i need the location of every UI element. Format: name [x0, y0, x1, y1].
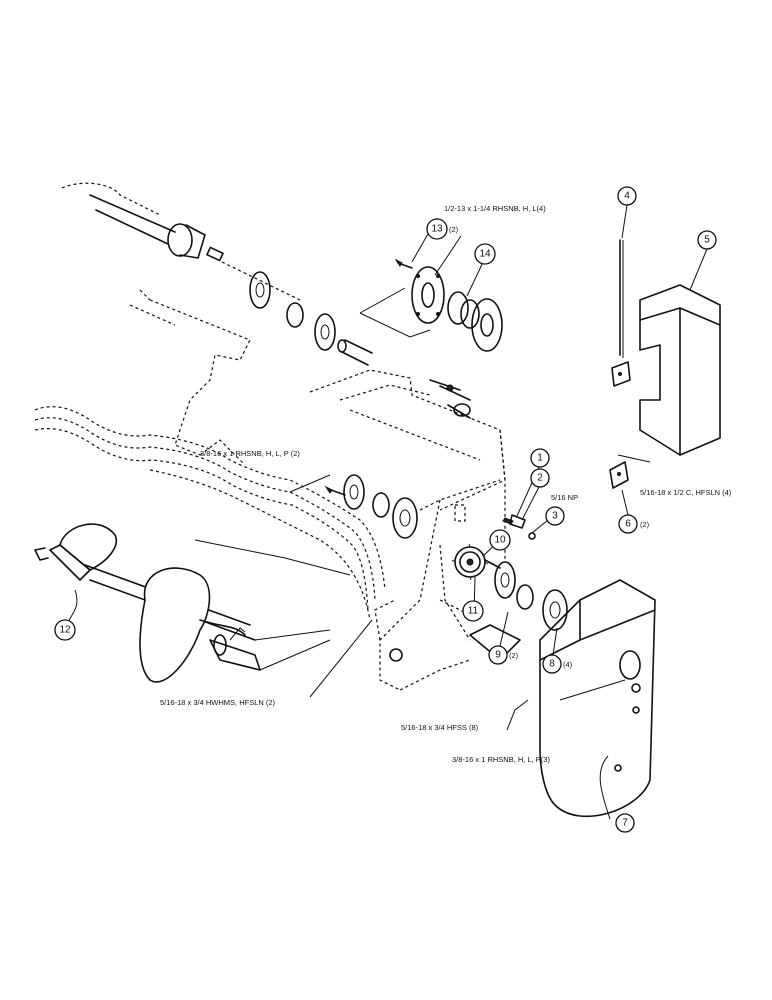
- main-frame: [309, 369, 506, 691]
- callout-8: 8: [542, 654, 562, 674]
- callout-3: 3: [545, 506, 565, 526]
- label-qty-8: (4): [563, 660, 573, 669]
- callout-1: 1: [530, 448, 550, 468]
- callout-11: 11: [462, 600, 484, 622]
- svg-text:6: 6: [625, 519, 631, 530]
- callout-4: 4: [617, 186, 637, 206]
- label-qty-9: (2): [509, 651, 519, 660]
- svg-text:4: 4: [624, 191, 630, 202]
- small-hardware-1-2-3: [502, 464, 549, 540]
- chain-cover-7: [539, 579, 656, 818]
- callout-10: 10: [489, 529, 511, 551]
- svg-text:11: 11: [468, 606, 479, 617]
- svg-text:12: 12: [59, 625, 71, 636]
- label-bolt-top: 1/2-13 x 1-1/4 RHSNB, H, L(4): [444, 204, 546, 213]
- svg-text:8: 8: [549, 659, 555, 670]
- callout-5: 5: [697, 230, 717, 250]
- bearing-set-left: [194, 474, 418, 576]
- svg-text:7: 7: [622, 818, 628, 829]
- callout-2: 2: [530, 468, 550, 488]
- callout-9: 9: [488, 645, 508, 665]
- callout-12: 12: [54, 619, 76, 641]
- svg-text:5: 5: [704, 235, 710, 246]
- bearing-flange-13-14: [359, 258, 503, 352]
- bracket-cover-5: [609, 239, 721, 489]
- svg-text:9: 9: [495, 650, 501, 661]
- svg-text:13: 13: [431, 224, 443, 235]
- svg-text:10: 10: [494, 535, 506, 546]
- auger-12: [34, 523, 331, 683]
- svg-text:3: 3: [552, 511, 558, 522]
- svg-text:1: 1: [537, 453, 543, 464]
- label-qty-13: (2): [449, 225, 459, 234]
- shaft-bearing-set-top: [249, 271, 373, 366]
- callout-7: 7: [615, 813, 635, 833]
- svg-text:14: 14: [479, 249, 491, 260]
- drive-shaft-assembly: [61, 182, 301, 301]
- frame-housing: [129, 289, 251, 466]
- label-nut-516: 5/16 NP: [551, 493, 578, 502]
- label-hwhms: 5/16-18 x 3/4 HWHMS, HFSLN (2): [160, 698, 276, 707]
- label-qty-6: (2): [640, 520, 650, 529]
- label-hfss: 5/16-18 x 3/4 HFSS (8): [401, 723, 479, 732]
- callout-6: 6: [618, 514, 638, 534]
- callout-14: 14: [474, 243, 496, 265]
- svg-text:2: 2: [537, 473, 543, 484]
- label-bolt-bottom: 3/8-16 x 1 RHSNB, H, L, P(3): [452, 755, 550, 764]
- callout-13: 13: [426, 218, 448, 240]
- label-bolt-left: 3/8-16 x 1 RHSNB, H, L, P (2): [200, 449, 300, 458]
- drive-chain: [34, 406, 386, 621]
- label-bracket-bolt: 5/16-18 x 1/2 C, HFSLN (4): [640, 488, 732, 497]
- sprocket-assembly: [439, 543, 568, 661]
